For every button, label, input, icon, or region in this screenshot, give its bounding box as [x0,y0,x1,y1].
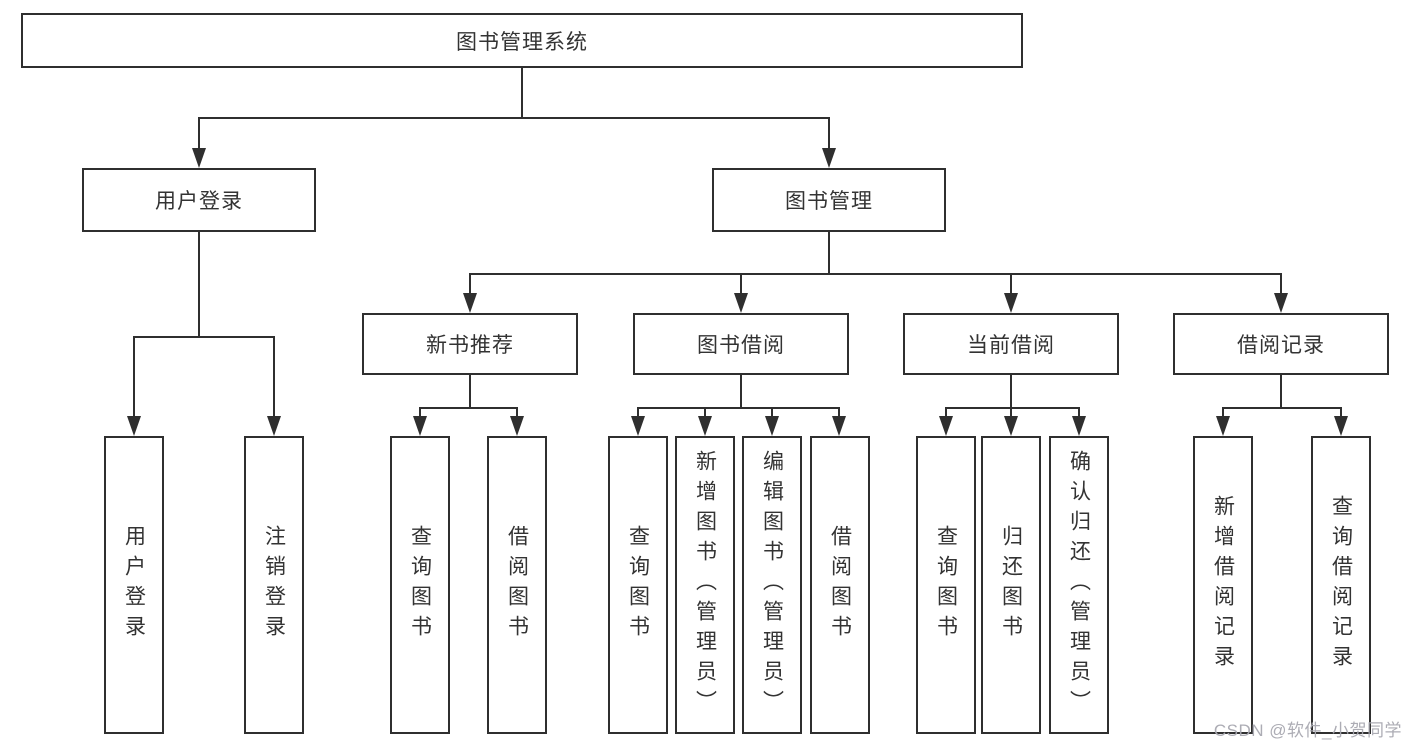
arrow-down-icon [413,416,427,436]
connector-line [740,375,742,407]
node-label: 新书推荐 [426,334,514,357]
connector-line [1078,407,1080,416]
leaf-query-borrow-record: 查询借阅记录 [1311,436,1371,734]
arrow-down-icon [734,293,748,313]
node-book-borrowing: 图书借阅 [633,313,849,375]
node-new-book-recommend: 新书推荐 [362,313,578,375]
node-book-management: 图书管理 [712,168,946,232]
arrow-down-icon [1334,416,1348,436]
connector-line [521,68,523,117]
connector-line [637,407,639,416]
connector-line [133,336,135,416]
leaf-label: 查询图书 [626,525,650,645]
arrow-down-icon [765,416,779,436]
leaf-borrow-books-new-recommend: 借阅图书 [487,436,547,734]
arrow-down-icon [510,416,524,436]
connector-line [945,407,1080,409]
connector-line [637,407,840,409]
connector-line [198,117,830,119]
arrow-down-icon [631,416,645,436]
connector-line [1340,407,1342,416]
leaf-query-books-borrowing: 查询图书 [608,436,668,734]
leaf-label: 查询图书 [934,525,958,645]
node-label: 图书管理系统 [456,30,588,54]
leaf-user-login: 用户登录 [104,436,164,734]
leaf-logout: 注销登录 [244,436,304,734]
connector-line [1222,407,1342,409]
leaf-add-borrow-record: 新增借阅记录 [1193,436,1253,734]
arrow-down-icon [1216,416,1230,436]
arrow-down-icon [832,416,846,436]
connector-line [828,117,830,148]
leaf-label: 确认归还（管理员） [1067,450,1091,720]
connector-line [1280,273,1282,294]
node-label: 借阅记录 [1237,334,1325,357]
node-label: 当前借阅 [967,334,1055,357]
connector-line [419,407,421,416]
connector-line [704,407,706,416]
leaf-label: 归还图书 [999,525,1023,645]
leaf-query-books-current: 查询图书 [916,436,976,734]
connector-line [516,407,518,416]
leaf-label: 用户登录 [122,525,146,645]
leaf-add-books-admin: 新增图书（管理员） [675,436,735,734]
leaf-query-books-new-recommend: 查询图书 [390,436,450,734]
watermark: CSDN @软件_小贺同学 [1213,721,1402,740]
connector-line [469,273,471,294]
node-label: 图书管理 [785,190,873,213]
connector-line [198,117,200,148]
arrow-down-icon [1274,293,1288,313]
arrow-down-icon [1004,416,1018,436]
arrow-down-icon [267,416,281,436]
arrow-down-icon [939,416,953,436]
node-current-borrowing: 当前借阅 [903,313,1119,375]
arrow-down-icon [822,148,836,168]
leaf-label: 借阅图书 [505,525,529,645]
connector-line [740,273,742,294]
connector-line [945,407,947,416]
arrow-down-icon [1072,416,1086,436]
connector-line [771,407,773,416]
connector-line [133,336,275,338]
node-label: 图书借阅 [697,334,785,357]
connector-line [470,273,1282,275]
arrow-down-icon [127,416,141,436]
connector-line [469,375,471,407]
leaf-label: 注销登录 [262,525,286,645]
arrow-down-icon [698,416,712,436]
leaf-edit-books-admin: 编辑图书（管理员） [742,436,802,734]
leaf-label: 查询借阅记录 [1329,495,1353,675]
connector-line [1280,375,1282,407]
node-library-management-system: 图书管理系统 [21,13,1023,68]
connector-line [198,232,200,336]
arrow-down-icon [1004,293,1018,313]
leaf-borrow-books-borrowing: 借阅图书 [810,436,870,734]
leaf-return-books: 归还图书 [981,436,1041,734]
leaf-confirm-return-admin: 确认归还（管理员） [1049,436,1109,734]
node-borrowing-records: 借阅记录 [1173,313,1389,375]
leaf-label: 借阅图书 [828,525,852,645]
arrow-down-icon [463,293,477,313]
node-user-login: 用户登录 [82,168,316,232]
leaf-label: 新增图书（管理员） [693,450,717,720]
connector-line [1010,273,1012,294]
leaf-label: 编辑图书（管理员） [760,450,784,720]
connector-line [838,407,840,416]
node-label: 用户登录 [155,190,243,213]
connector-line [419,407,518,409]
connector-line [1010,375,1012,407]
connector-line [273,336,275,416]
arrow-down-icon [192,148,206,168]
leaf-label: 新增借阅记录 [1211,495,1235,675]
leaf-label: 查询图书 [408,525,432,645]
connector-line [828,232,830,273]
connector-line [1010,407,1012,416]
connector-line [1222,407,1224,416]
